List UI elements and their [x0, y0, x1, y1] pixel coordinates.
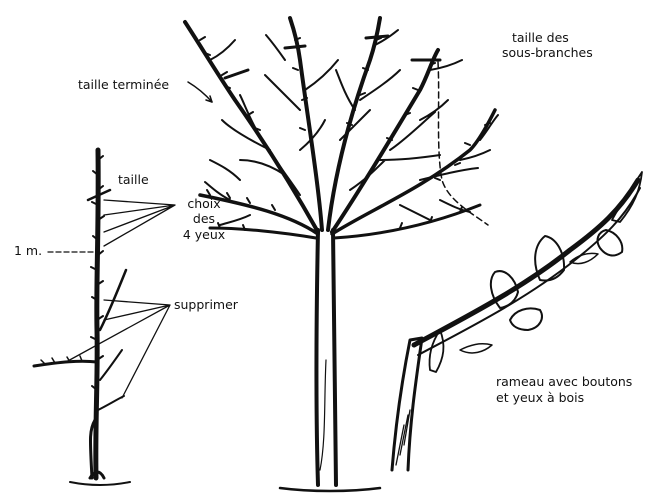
pruned-tree-drawing — [185, 18, 498, 491]
label-rameau-2: et yeux à bois — [496, 391, 584, 405]
label-taille: taille — [118, 173, 149, 187]
label-des: des — [178, 212, 230, 226]
young-whip-drawing — [34, 150, 175, 485]
label-1-m: 1 m. — [14, 244, 42, 258]
label-taille-terminee: taille terminée — [78, 78, 169, 92]
label-4-yeux: 4 yeux — [178, 228, 230, 242]
label-taille-des-sous-branches-1: taille des — [512, 31, 569, 45]
label-taille-des-sous-branches-2: sous-branches — [502, 46, 593, 60]
label-choix: choix — [178, 197, 230, 211]
label-rameau-1: rameau avec boutons — [496, 375, 632, 389]
label-supprimer: supprimer — [174, 298, 238, 312]
twig-with-buds-drawing — [392, 172, 642, 470]
